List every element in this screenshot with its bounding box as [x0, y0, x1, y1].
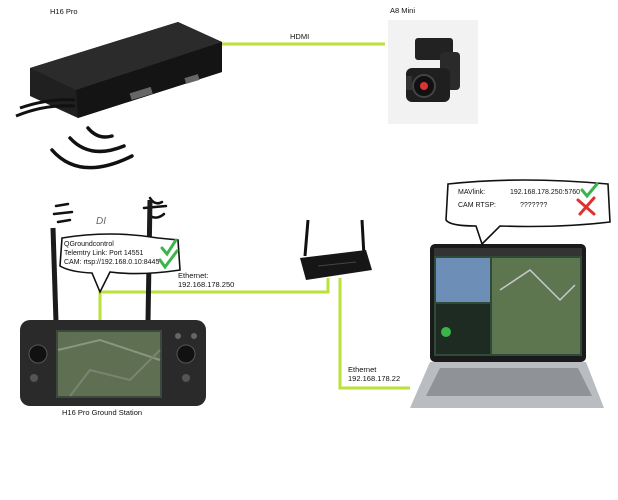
ethernet-ground-ip: 192.168.178.250 — [178, 279, 235, 289]
callout-ground-bubble — [59, 233, 181, 294]
scribble-text: DI — [96, 216, 106, 227]
mavlink-key: MAVlink: — [458, 189, 486, 196]
h16-pro-device — [15, 22, 222, 118]
ethernet-laptop-label: Ethernet 192.168.178.22 — [348, 365, 401, 383]
qgc-app-label: QGroundcontrol — [64, 241, 114, 248]
cross-icon-cam-rtsp — [576, 196, 596, 216]
router-device — [300, 219, 372, 280]
ground-station-device — [20, 199, 206, 406]
a8-mini-label: A8 Mini — [390, 6, 416, 15]
ethernet-link-laptop — [338, 278, 410, 390]
check-icon-telemetry — [160, 238, 178, 257]
check-icon-mavlink — [580, 182, 599, 199]
callout-laptop-text: MAVlink: 192.168.178.250:5760 CAM RTSP: … — [458, 189, 580, 213]
hdmi-link-label: HDMI — [290, 32, 310, 41]
mavlink-row: MAVlink: 192.168.178.250:5760 — [458, 189, 580, 200]
mavlink-value: 192.168.178.250:5760 — [510, 189, 581, 196]
laptop-device — [410, 244, 604, 408]
ground-station-label: H16 Pro Ground Station — [62, 408, 143, 417]
callout-ground-text: QGroundcontrol Telemtry Link: Port 14551… — [64, 241, 159, 267]
ethernet-laptop-ip: 192.168.178.22 — [348, 373, 401, 383]
ethernet-laptop-title: Ethernet — [348, 365, 377, 374]
cam-rtsp-row: CAM RTSP: ??????? — [458, 202, 547, 213]
a8-mini-camera — [388, 20, 478, 124]
cam-rtsp-url: CAM: rtsp://192.168.0.10:8445 — [64, 258, 160, 266]
telemetry-link-label: Telemtry Link: Port 14551 — [64, 249, 144, 257]
ethernet-ground-title: Ethernet: — [178, 271, 209, 280]
check-icon-cam — [158, 249, 179, 270]
cam-rtsp-value: ??????? — [520, 202, 548, 209]
ethernet-link-ground — [98, 278, 330, 322]
wireless-signal-icon — [50, 126, 134, 170]
h16-pro-label: H16 Pro — [50, 7, 78, 16]
cam-rtsp-key: CAM RTSP: — [458, 202, 496, 209]
callout-laptop-bubble — [445, 179, 611, 246]
ethernet-ground-label: Ethernet: 192.168.178.250 — [178, 271, 235, 289]
